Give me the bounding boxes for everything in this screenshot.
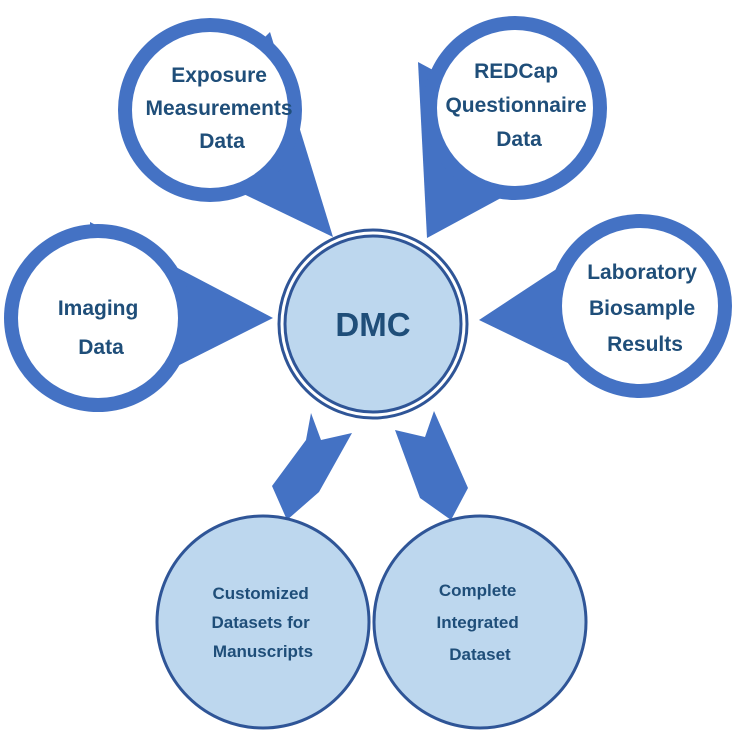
- arrow-down-left: [272, 413, 352, 520]
- input-label-imaging-line-1: Imaging: [58, 297, 139, 320]
- center-node-face: [283, 234, 463, 414]
- output-node-face-complete: [372, 514, 588, 730]
- input-label-exposure-line-3: Data: [199, 130, 245, 153]
- input-label-redcap-line-2: Questionnaire: [445, 94, 586, 117]
- output-label-complete: Complete Integrated Dataset: [437, 581, 524, 664]
- output-label-customized-line-3: Manuscripts: [213, 642, 313, 661]
- input-label-imaging: Imaging Data: [58, 297, 144, 359]
- input-label-redcap-line-3: Data: [496, 128, 542, 151]
- input-label-exposure-line-2: Measurements: [146, 97, 293, 120]
- input-label-laboratory-line-1: Laboratory: [587, 261, 697, 284]
- input-bubble-laboratory: Laboratory Biosample Results: [479, 214, 732, 398]
- input-bubble-face-imaging: [18, 238, 178, 398]
- center-node-dmc: DMC: [277, 228, 469, 420]
- input-label-redcap: REDCap Questionnaire Data: [445, 60, 592, 151]
- input-bubble-face-redcap: [437, 30, 593, 186]
- output-node-face-customized: [155, 514, 371, 730]
- input-label-laboratory-line-2: Biosample: [589, 297, 695, 320]
- center-node-outer-ring: [277, 228, 469, 420]
- output-label-customized-line-1: Customized: [212, 584, 308, 603]
- output-node-complete: Complete Integrated Dataset: [372, 514, 588, 730]
- input-bubble-redcap: REDCap Questionnaire Data: [418, 16, 607, 238]
- output-label-complete-line-2: Integrated: [437, 613, 519, 632]
- output-label-complete-line-3: Dataset: [449, 645, 511, 664]
- input-bubble-imaging: Imaging Data: [4, 222, 273, 412]
- input-label-redcap-line-1: REDCap: [474, 60, 558, 83]
- input-label-exposure-line-1: Exposure: [171, 64, 267, 87]
- output-label-customized: Customized Datasets for Manuscripts: [212, 584, 315, 661]
- input-bubble-exposure: Exposure Measurements Data: [118, 18, 333, 237]
- output-label-customized-line-2: Datasets for: [212, 613, 311, 632]
- input-label-imaging-line-2: Data: [78, 336, 124, 359]
- input-label-laboratory: Laboratory Biosample Results: [587, 261, 703, 356]
- input-label-laboratory-line-3: Results: [607, 333, 683, 356]
- center-node-label: DMC: [335, 306, 410, 343]
- output-label-complete-line-1: Complete: [439, 581, 516, 600]
- output-node-customized: Customized Datasets for Manuscripts: [155, 514, 371, 730]
- input-label-exposure: Exposure Measurements Data: [146, 64, 299, 153]
- input-bubble-face-exposure: [132, 32, 288, 188]
- input-bubble-face-laboratory: [562, 228, 718, 384]
- arrow-down-right: [395, 411, 468, 520]
